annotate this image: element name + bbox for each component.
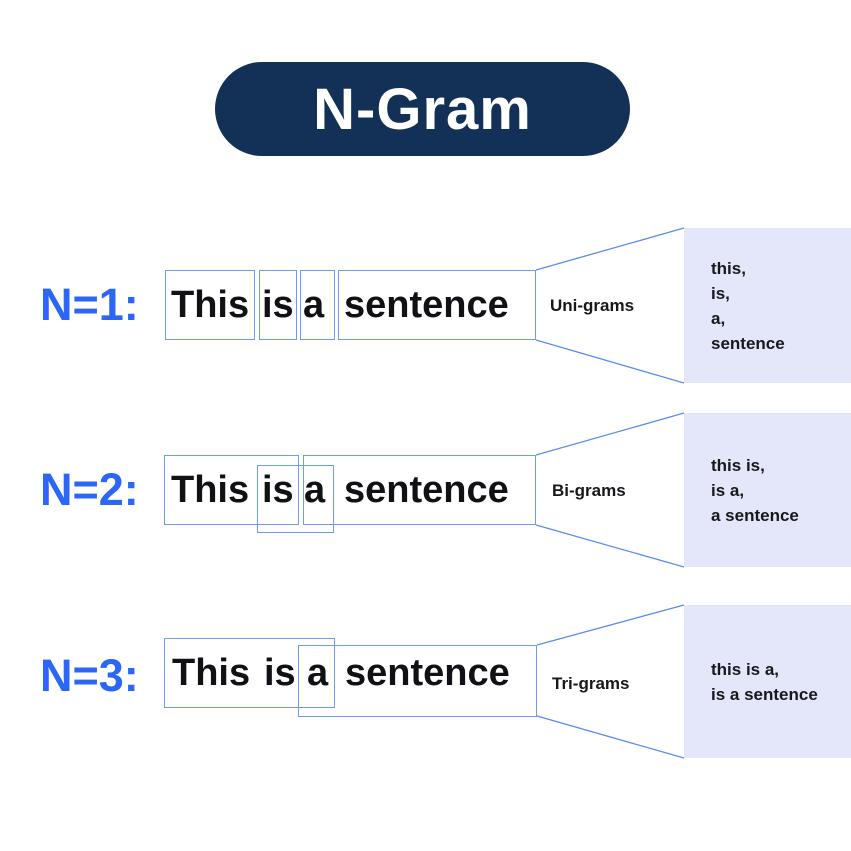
funnel-line xyxy=(535,227,685,271)
output-line: this is, xyxy=(711,455,765,475)
output-line: is, xyxy=(711,283,730,303)
output-line: a, xyxy=(711,308,726,328)
unigram-box-sentence xyxy=(338,270,536,340)
row-label-n1: N=1: xyxy=(40,279,139,330)
gram-type-label-trigrams: Tri-grams xyxy=(552,674,630,693)
trigram-box-this-is-a xyxy=(164,638,335,708)
bigram-box-a-sentence xyxy=(303,455,536,525)
bigram-box-this-is xyxy=(164,455,299,525)
unigram-box-this xyxy=(165,270,255,340)
bigram-box-is-a xyxy=(257,465,334,533)
gram-type-label-bigrams: Bi-grams xyxy=(552,481,626,500)
sentence-word: sentence xyxy=(344,469,509,511)
output-line: this, xyxy=(711,258,746,278)
sentence-word: a xyxy=(303,284,325,326)
output-line: a sentence xyxy=(711,505,799,525)
sentence-word: sentence xyxy=(345,652,510,694)
sentence-word: This xyxy=(171,469,250,511)
sentence-word: sentence xyxy=(344,284,509,326)
funnel-line xyxy=(536,604,685,646)
gram-type-label-unigrams: Uni-grams xyxy=(550,296,635,315)
sentence-word: a xyxy=(304,469,326,511)
sentence-word: is xyxy=(262,469,294,511)
output-line: sentence xyxy=(711,333,785,353)
unigram-box-is xyxy=(259,270,297,340)
trigram-box-a-sentence xyxy=(298,645,537,717)
row-label-n3: N=3: xyxy=(40,650,139,701)
page-title: N-Gram xyxy=(313,76,532,142)
title-pill: N-Gram xyxy=(215,62,630,156)
sentence-word: This xyxy=(172,652,251,694)
unigram-box-a xyxy=(300,270,335,340)
trigrams-output-panel: this is a, is a sentence xyxy=(684,605,851,758)
sentence-word: a xyxy=(307,652,329,694)
funnel-line xyxy=(535,524,685,568)
funnel-line xyxy=(535,412,685,456)
unigrams-output-panel: this, is, a, sentence xyxy=(684,228,851,383)
sentence-word: is xyxy=(264,652,296,694)
output-line: this is a, xyxy=(711,659,780,679)
sentence-word: This xyxy=(171,284,250,326)
bigrams-output-panel: this is, is a, a sentence xyxy=(684,413,851,567)
funnel-line xyxy=(536,715,685,759)
output-line: is a, xyxy=(711,480,745,500)
funnel-line xyxy=(535,339,685,384)
output-line: is a sentence xyxy=(711,684,818,704)
sentence-word: is xyxy=(262,284,294,326)
row-label-n2: N=2: xyxy=(40,464,139,515)
